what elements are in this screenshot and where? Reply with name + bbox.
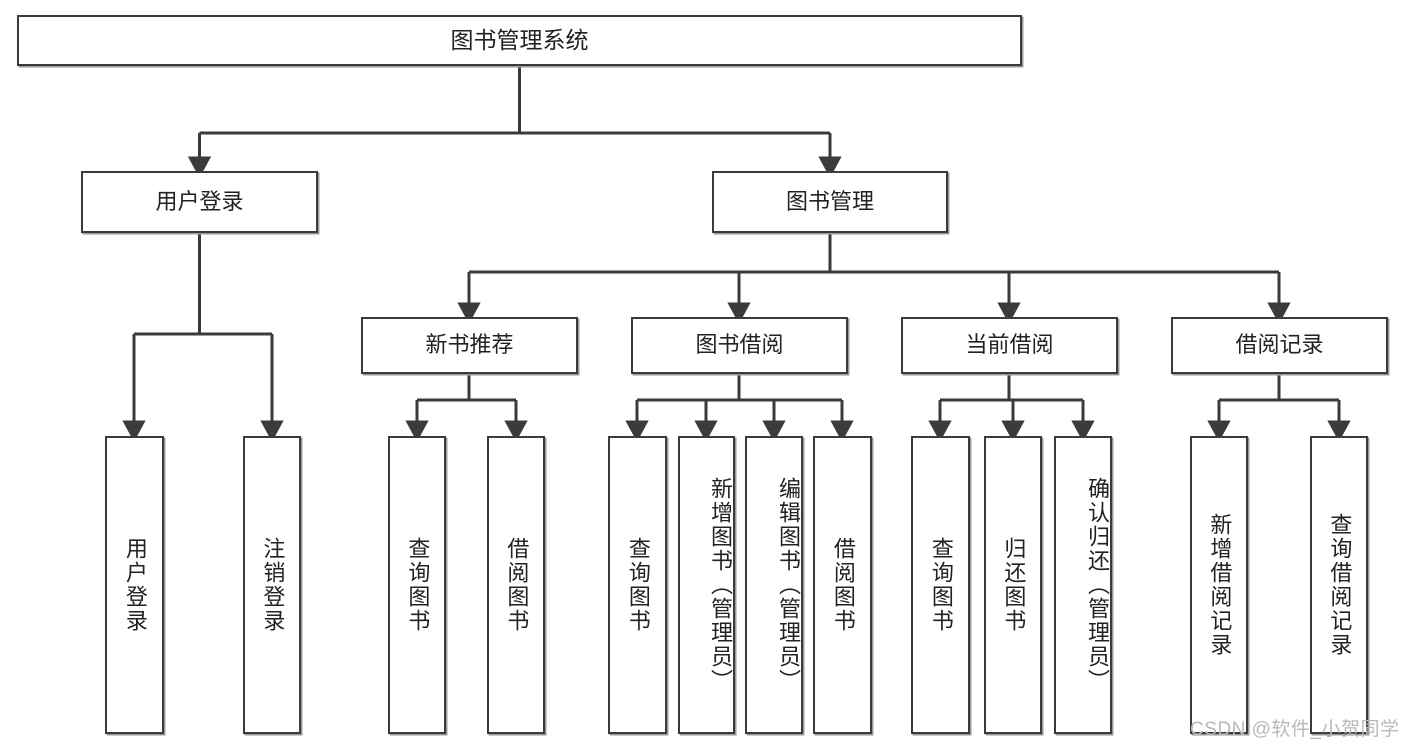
node-leaf-borrow-book-1[interactable]: 借阅图书 <box>487 436 545 734</box>
node-book-management-label: 图书管理 <box>785 188 874 214</box>
node-leaf-return-book-label: 归还图书 <box>1001 537 1027 633</box>
node-book-borrow-label: 图书借阅 <box>695 332 784 358</box>
node-leaf-confirm-return-admin[interactable]: 确认归还（管理员） <box>1054 436 1112 734</box>
node-new-book-recommend-label: 新书推荐 <box>425 332 514 358</box>
node-leaf-add-book-admin[interactable]: 新增图书（管理员） <box>678 436 735 734</box>
node-leaf-borrow-book-2[interactable]: 借阅图书 <box>813 436 872 734</box>
node-book-management[interactable]: 图书管理 <box>712 171 948 233</box>
node-leaf-query-borrow-record-label: 查询借阅记录 <box>1327 513 1353 657</box>
node-leaf-add-book-admin-label: 新增图书（管理员） <box>708 477 733 693</box>
node-root-system[interactable]: 图书管理系统 <box>17 15 1022 66</box>
node-leaf-query-book-3-label: 查询图书 <box>928 537 954 633</box>
node-leaf-query-book-1-label: 查询图书 <box>405 537 431 633</box>
node-current-borrow[interactable]: 当前借阅 <box>901 317 1118 374</box>
node-root-system-label: 图书管理系统 <box>450 27 589 54</box>
node-leaf-borrow-book-1-label: 借阅图书 <box>504 537 530 633</box>
node-leaf-confirm-return-admin-label: 确认归还（管理员） <box>1085 477 1110 693</box>
node-leaf-query-book-2-label: 查询图书 <box>625 537 651 633</box>
node-borrow-record-label: 借阅记录 <box>1235 332 1324 358</box>
node-book-borrow[interactable]: 图书借阅 <box>631 317 848 374</box>
node-new-book-recommend[interactable]: 新书推荐 <box>361 317 578 374</box>
node-leaf-user-login-label: 用户登录 <box>122 537 148 633</box>
node-leaf-logout-label: 注销登录 <box>260 537 286 633</box>
node-leaf-add-borrow-record[interactable]: 新增借阅记录 <box>1190 436 1248 734</box>
node-leaf-query-book-1[interactable]: 查询图书 <box>388 436 446 734</box>
csdn-watermark: CSDN @软件_小贺同学 <box>1190 719 1400 740</box>
node-leaf-edit-book-admin[interactable]: 编辑图书（管理员） <box>745 436 803 734</box>
node-leaf-user-login[interactable]: 用户登录 <box>105 436 164 734</box>
node-leaf-query-book-3[interactable]: 查询图书 <box>911 436 970 734</box>
node-leaf-edit-book-admin-label: 编辑图书（管理员） <box>776 477 801 693</box>
node-leaf-logout[interactable]: 注销登录 <box>243 436 301 734</box>
node-leaf-query-book-2[interactable]: 查询图书 <box>608 436 667 734</box>
node-current-borrow-label: 当前借阅 <box>965 332 1054 358</box>
node-borrow-record[interactable]: 借阅记录 <box>1171 317 1388 374</box>
node-leaf-borrow-book-2-label: 借阅图书 <box>830 537 856 633</box>
node-user-login[interactable]: 用户登录 <box>81 171 318 233</box>
node-user-login-label: 用户登录 <box>155 188 244 214</box>
node-leaf-query-borrow-record[interactable]: 查询借阅记录 <box>1310 436 1368 734</box>
node-leaf-add-borrow-record-label: 新增借阅记录 <box>1207 513 1233 657</box>
node-leaf-return-book[interactable]: 归还图书 <box>984 436 1042 734</box>
